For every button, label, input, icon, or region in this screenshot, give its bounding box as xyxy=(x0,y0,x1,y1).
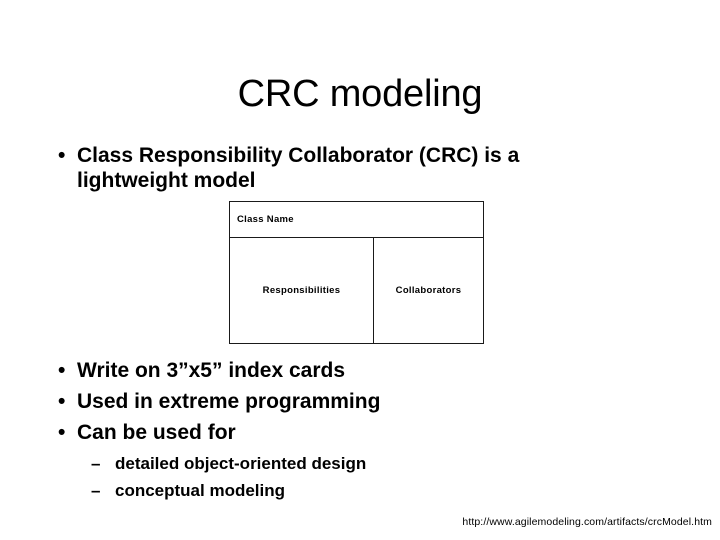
crc-card-class-name: Class Name xyxy=(230,202,483,238)
crc-card-collaborators: Collaborators xyxy=(395,285,462,296)
bullet-item-3: • Used in extreme programming xyxy=(50,389,610,414)
dash-marker-icon: – xyxy=(91,454,101,473)
sub-bullet-item-1-label: detailed object-oriented design xyxy=(115,454,367,473)
bullet-item-2: • Write on 3”x5” index cards xyxy=(50,358,610,383)
sub-bullet-item-2-label: conceptual modeling xyxy=(115,481,286,500)
bullet-item-2-label: Write on 3”x5” index cards xyxy=(77,359,346,382)
crc-card-responsibilities: Responsibilities xyxy=(230,238,374,343)
sub-bullet-item-1: – detailed object-oriented design xyxy=(91,452,511,475)
bullet-marker-icon: • xyxy=(58,390,66,413)
dash-marker-icon: – xyxy=(91,481,101,500)
page-title: CRC modeling xyxy=(237,73,483,115)
bullet-item-4-label: Can be used for xyxy=(77,421,236,444)
bullet-marker-icon: • xyxy=(58,144,66,167)
bullet-item-1-label: Class Responsibility Collaborator (CRC) … xyxy=(77,144,520,192)
bullet-item-4: • Can be used for xyxy=(50,420,610,445)
bullet-item-1: • Class Responsibility Collaborator (CRC… xyxy=(50,143,630,193)
sub-bullet-item-2: – conceptual modeling xyxy=(91,479,511,502)
bullet-marker-icon: • xyxy=(58,421,66,444)
crc-card-body: Responsibilities Collaborators xyxy=(230,238,483,343)
crc-card-diagram: Class Name Responsibilities Collaborator… xyxy=(229,201,484,344)
bullet-marker-icon: • xyxy=(58,359,66,382)
source-url-text: http://www.agilemodeling.com/artifacts/c… xyxy=(462,516,712,528)
bullet-item-3-label: Used in extreme programming xyxy=(77,390,381,413)
